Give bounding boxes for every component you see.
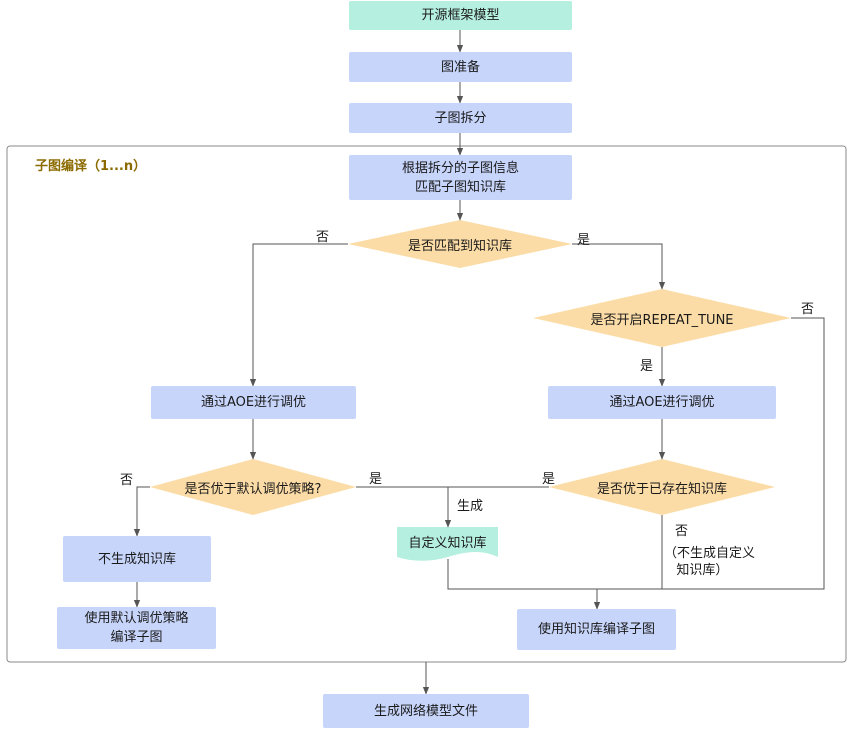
group-title: 子图编译（1...n） bbox=[35, 159, 147, 174]
edge-matched-no bbox=[249, 243, 348, 387]
custom-kb-document-shape bbox=[397, 527, 498, 561]
edge-default-no bbox=[133, 486, 150, 537]
node-custom-kb-label: 自定义知识库 bbox=[408, 535, 487, 551]
edge-matched-yes bbox=[572, 243, 666, 290]
edge-custom-kb-to-use-kb bbox=[447, 559, 597, 590]
decision-matched-kb bbox=[348, 220, 572, 268]
node-gen-model: 生成网络模型文件 bbox=[323, 694, 529, 728]
node-aoe-left: 通过AOE进行调优 bbox=[151, 386, 356, 419]
decision-better-existing-label: 是否优于已存在知识库 bbox=[596, 481, 727, 497]
edge-label-existing-no: 否 bbox=[675, 524, 689, 539]
decision-better-existing bbox=[549, 459, 775, 515]
edge-repeat-no bbox=[597, 317, 825, 590]
node-subgraph-split: 子图拆分 bbox=[349, 103, 572, 133]
edge-label-matched-no: 否 bbox=[316, 230, 330, 245]
node-use-kb: 使用知识库编译子图 bbox=[517, 609, 676, 650]
edge-label-generate: 生成 bbox=[457, 499, 484, 514]
edge-existing-no bbox=[597, 515, 663, 590]
edge-label-matched-yes: 是 bbox=[577, 233, 591, 248]
node-no-kb: 不生成知识库 bbox=[63, 536, 211, 582]
node-default-compile: 使用默认调优策略 编译子图 bbox=[57, 607, 216, 649]
node-aoe-right: 通过AOE进行调优 bbox=[548, 386, 776, 419]
edge-note-existing-no: （不生成自定义 知识库） bbox=[664, 546, 756, 578]
edge-label-repeat-no: 否 bbox=[801, 302, 815, 317]
decision-better-default-label: 是否优于默认调优策略? bbox=[184, 481, 322, 497]
edge-label-existing-yes: 是 bbox=[542, 472, 556, 487]
edge-label-default-no: 否 bbox=[120, 473, 134, 488]
node-graph-prep: 图准备 bbox=[349, 52, 572, 82]
edge-label-default-yes: 是 bbox=[369, 472, 383, 487]
decision-repeat-tune bbox=[533, 289, 791, 347]
edge-label-repeat-yes: 是 bbox=[640, 359, 654, 374]
node-open-model: 开源框架模型 bbox=[349, 1, 572, 30]
decision-repeat-tune-label: 是否开启REPEAT_TUNE bbox=[590, 312, 734, 328]
node-match-kb: 根据拆分的子图信息 匹配子图知识库 bbox=[349, 155, 572, 200]
decision-matched-kb-label: 是否匹配到知识库 bbox=[407, 238, 512, 254]
decision-better-default bbox=[150, 459, 356, 515]
